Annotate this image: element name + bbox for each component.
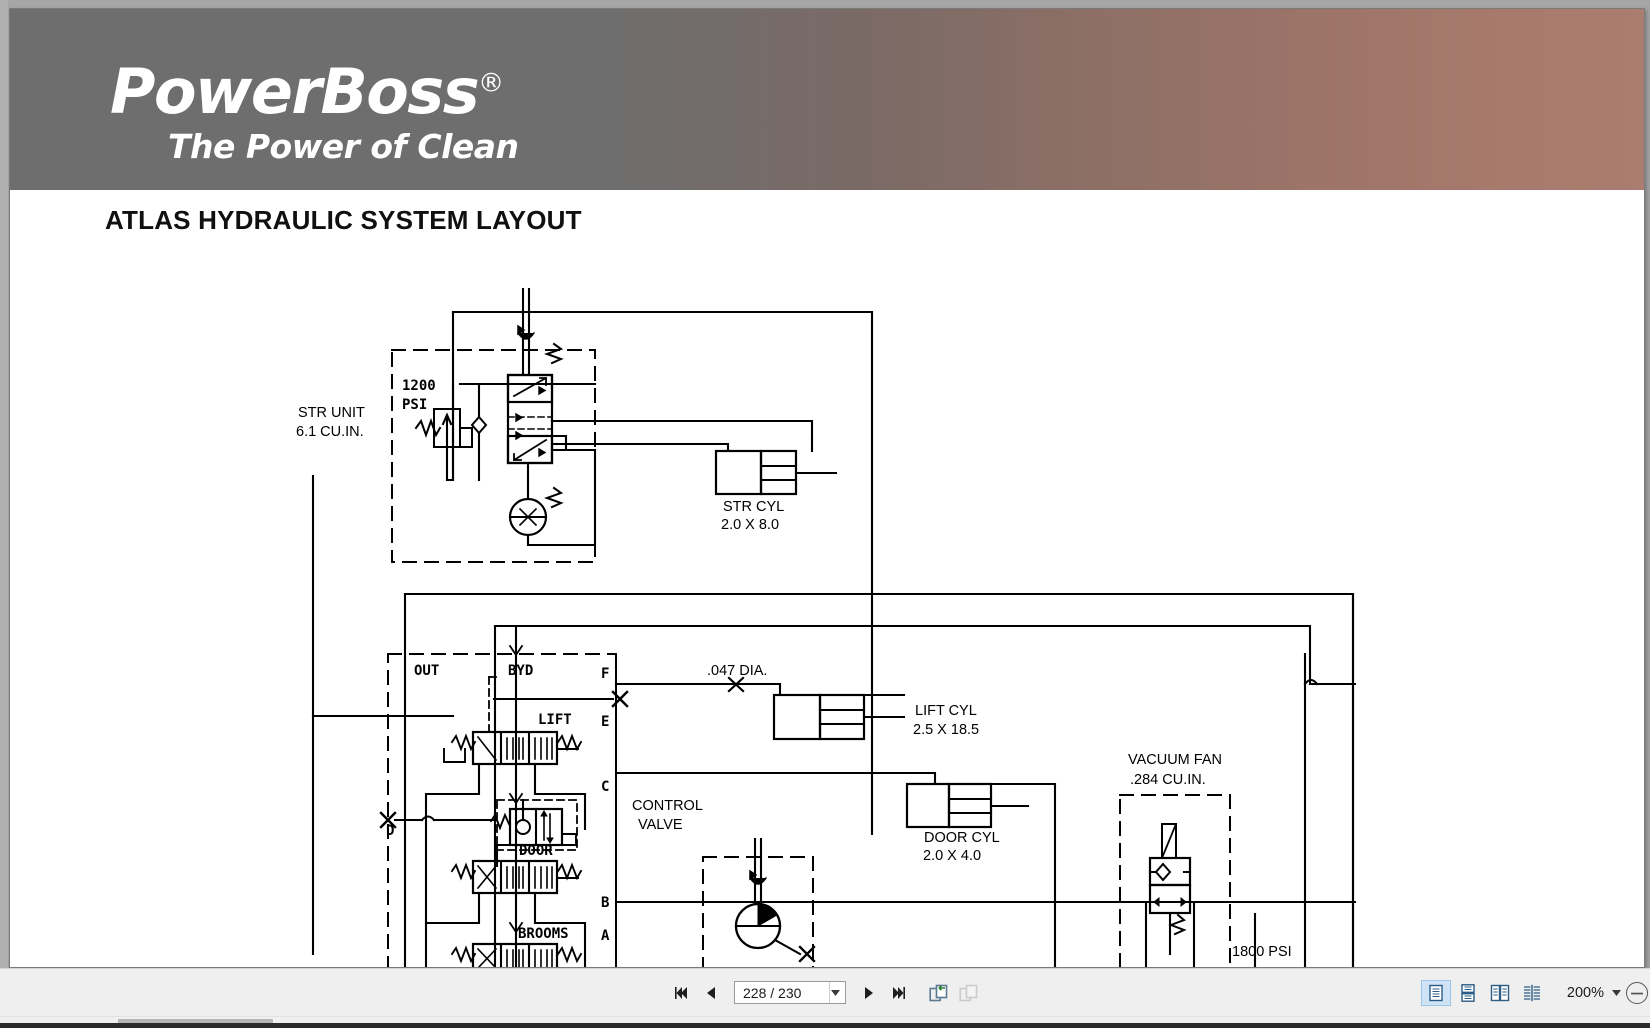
view-continuous-scroll-button[interactable] — [1453, 980, 1483, 1006]
single-page-view-icon — [1429, 984, 1443, 1002]
label-port-f: F — [601, 666, 609, 682]
registered-trademark-icon: ® — [478, 68, 504, 99]
label-relief-psi: PSI — [402, 397, 427, 413]
last-page-icon — [893, 986, 905, 999]
page-number-field[interactable]: 228 / 230 — [734, 981, 846, 1004]
zoom-dropdown-caret[interactable] — [1610, 990, 1622, 996]
label-vacuum-fan-name: VACUUM FAN — [1128, 752, 1222, 768]
chevron-left-icon — [707, 986, 715, 999]
chevron-right-icon — [865, 986, 873, 999]
continuous-scroll-view-icon — [1461, 984, 1475, 1002]
page-number-value: 228 / 230 — [743, 984, 802, 1001]
label-str-unit-name: STR UNIT — [298, 405, 365, 421]
chevron-down-icon — [831, 989, 840, 996]
brand-header-band: PowerBoss® The Power of Clean — [10, 9, 1644, 190]
next-page-button[interactable] — [857, 981, 881, 1005]
label-port-a: A — [601, 928, 610, 944]
powerboss-logo: PowerBoss® The Power of Clean — [110, 61, 519, 166]
label-str-cyl-size: 2.0 X 8.0 — [721, 517, 779, 533]
view-zoom-group: 200% — [1420, 969, 1650, 1017]
label-relief-1800: 1800 PSI — [1232, 944, 1292, 960]
previous-view-button[interactable] — [927, 981, 951, 1005]
logo-wordmark: PowerBoss® — [110, 61, 504, 123]
window-bottom-edge — [0, 1023, 1650, 1028]
schematic-text-labels: STR UNIT 6.1 CU.IN. 1200 PSI STR CYL 2.0… — [296, 378, 1292, 960]
label-port-b: B — [601, 895, 609, 911]
label-door-cyl-size: 2.0 X 4.0 — [923, 848, 981, 864]
zoom-out-button[interactable] — [1626, 982, 1648, 1004]
viewport-left-gutter — [0, 0, 8, 968]
minus-icon — [1631, 992, 1643, 994]
label-port-e: E — [601, 714, 609, 730]
zoom-level-value: 200% — [1566, 985, 1604, 1001]
document-viewport[interactable]: PowerBoss® The Power of Clean ATLAS HYDR… — [0, 0, 1650, 980]
label-door-spool: DOOR — [519, 843, 553, 859]
pdf-page-sheet: PowerBoss® The Power of Clean ATLAS HYDR… — [9, 8, 1645, 968]
first-page-button[interactable] — [669, 981, 693, 1005]
label-str-unit-disp: 6.1 CU.IN. — [296, 424, 364, 440]
label-vacuum-fan-disp: .284 CU.IN. — [1130, 772, 1206, 788]
label-lift-cyl-size: 2.5 X 18.5 — [913, 722, 979, 738]
next-view-icon — [959, 984, 978, 1001]
label-str-cyl-name: STR CYL — [723, 499, 784, 515]
hydraulic-schematic-svg: STR UNIT 6.1 CU.IN. 1200 PSI STR CYL 2.0… — [296, 287, 1357, 967]
page-dropdown-caret[interactable] — [829, 982, 841, 1003]
label-brooms-spool: BROOMS — [518, 926, 569, 942]
logo-wordmark-text: PowerBoss — [110, 55, 480, 128]
label-port-c: C — [601, 779, 609, 795]
label-door-cyl-name: DOOR CYL — [924, 830, 1000, 846]
view-two-page-button[interactable] — [1485, 980, 1515, 1006]
previous-page-button[interactable] — [699, 981, 723, 1005]
label-port-out: OUT — [414, 663, 439, 679]
view-single-page-button[interactable] — [1420, 980, 1451, 1006]
next-view-button[interactable] — [957, 981, 981, 1005]
page-navigation-group: 228 / 230 — [0, 969, 1650, 1017]
previous-view-icon — [929, 984, 948, 1001]
last-page-button[interactable] — [887, 981, 911, 1005]
hydraulic-schematic: STR UNIT 6.1 CU.IN. 1200 PSI STR CYL 2.0… — [10, 254, 1644, 967]
logo-tagline: The Power of Clean — [168, 127, 519, 166]
pdf-bottom-toolbar: 228 / 230 — [0, 968, 1650, 1016]
label-lift-cyl-name: LIFT CYL — [915, 703, 977, 719]
label-port-d: D — [386, 823, 394, 839]
label-lift-spool: LIFT — [538, 712, 572, 728]
two-page-view-icon — [1490, 984, 1510, 1002]
label-control-valve-line2: VALVE — [638, 817, 683, 833]
label-orifice-dia: .047 DIA. — [707, 663, 767, 679]
label-relief-1200: 1200 — [402, 378, 436, 394]
two-page-scroll-view-icon — [1523, 984, 1540, 1002]
label-control-valve-line1: CONTROL — [632, 798, 703, 814]
first-page-icon — [675, 986, 687, 999]
page-title: ATLAS HYDRAULIC SYSTEM LAYOUT — [105, 205, 582, 235]
label-port-byd: BYD — [508, 663, 533, 679]
chevron-down-icon — [1611, 990, 1621, 996]
view-two-page-scroll-button[interactable] — [1517, 980, 1547, 1006]
